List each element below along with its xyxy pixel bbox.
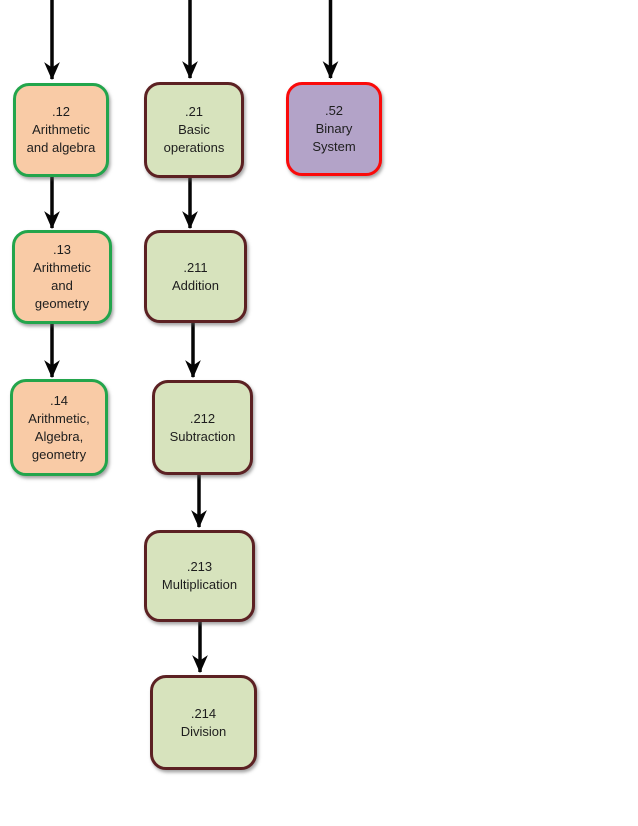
node-label: Arithmetic, Algebra, geometry (28, 410, 90, 462)
node-label: Division (180, 723, 227, 739)
node-code: .12 (51, 104, 71, 119)
node-label: Subtraction (169, 428, 236, 444)
node-52-binary-system: .52 Binary System (286, 82, 382, 176)
node-21-basic-operations: .21 Basic operations (144, 82, 244, 178)
node-code: .212 (189, 410, 216, 426)
node-13-arithmetic-and-geometry: .13 Arithmetic and geometry (12, 230, 112, 324)
node-code: .13 (52, 242, 72, 257)
node-label: Arithmetic and geometry (33, 260, 91, 311)
node-12-arithmetic-and-algebra: .12 Arithmetic and algebra (13, 83, 109, 177)
node-213-multiplication: .213 Multiplication (144, 530, 255, 622)
node-14-arithmetic-algebra-geometry: .14 Arithmetic, Algebra, geometry (10, 379, 108, 476)
node-code: .52 (324, 103, 344, 118)
node-label: Arithmetic and algebra (26, 122, 96, 155)
node-211-addition: .211 Addition (144, 230, 247, 323)
node-214-division: .214 Division (150, 675, 257, 770)
node-code: .14 (49, 392, 69, 408)
node-code: .214 (190, 705, 217, 721)
node-code: .211 (183, 259, 208, 275)
node-label: Multiplication (161, 577, 238, 592)
node-code: .213 (186, 559, 213, 574)
node-label: Basic operations (163, 122, 225, 155)
node-label: Binary System (312, 121, 356, 154)
node-212-subtraction: .212 Subtraction (152, 380, 253, 475)
node-code: .21 (184, 104, 204, 119)
node-label: Addition (172, 277, 219, 293)
